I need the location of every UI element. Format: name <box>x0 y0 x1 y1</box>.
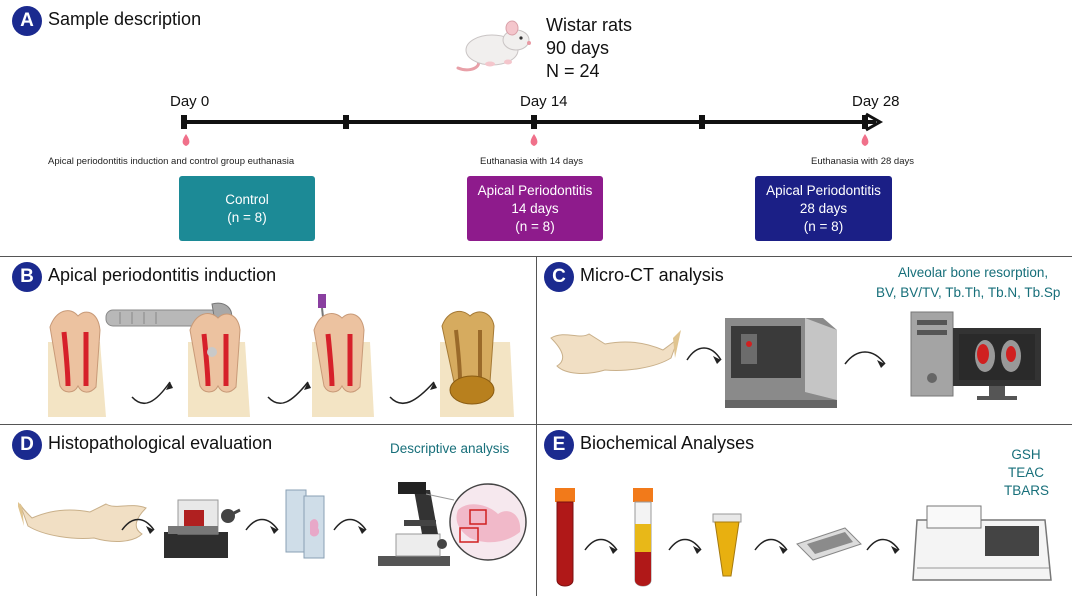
panel-a-title: Sample description <box>48 9 202 29</box>
microtome-icon <box>164 499 241 558</box>
group-ap14-days: 14 days <box>511 200 559 216</box>
event-day-14: Euthanasia with 14 days <box>480 156 583 167</box>
group-ap28-days: 28 days <box>799 200 848 216</box>
panel-c-title: Micro-CT analysis <box>580 265 724 285</box>
panel-e-illustration <box>555 488 1052 587</box>
panel-e-badge: E <box>544 430 574 460</box>
panel-b-badge: B <box>12 262 42 292</box>
day-14-label: Day 14 <box>520 93 568 110</box>
panel-c-illustration <box>550 311 1041 408</box>
microplate-icon <box>796 527 862 561</box>
analysis-gsh: GSH <box>1011 447 1041 462</box>
analysis-teac: TEAC <box>1007 465 1044 480</box>
group-control-box: Control (n = 8) <box>179 176 315 241</box>
group-ap14-n: (n = 8) <box>515 218 555 234</box>
slide-icon <box>285 489 325 559</box>
panel-b-illustration <box>48 294 514 417</box>
rat-age: 90 days <box>546 38 610 58</box>
rat-icon <box>456 20 531 72</box>
panel-d-title: Histopathological evaluation <box>48 433 273 453</box>
group-ap28-label: Apical Periodontitis <box>766 182 881 198</box>
event-day-28: Euthanasia with 28 days <box>811 156 914 167</box>
tooth-icon <box>312 313 374 417</box>
rat-strain: Wistar rats <box>546 15 633 35</box>
histo-analysis-label: Descriptive analysis <box>390 441 510 456</box>
timeline <box>181 112 884 146</box>
panel-c-badge: C <box>544 262 574 292</box>
panel-d-illustration <box>18 482 527 566</box>
panel-b-title: Apical periodontitis induction <box>48 265 277 285</box>
blood-tube-icon <box>633 488 653 587</box>
microct-analysis-line2: BV, BV/TV, Tb.Th, Tb.N, Tb.Sp <box>876 285 1061 300</box>
analysis-tbars: TBARS <box>1004 483 1050 498</box>
day-0-label: Day 0 <box>170 93 210 110</box>
jaw-icon <box>19 503 147 542</box>
group-ap14-label: Apical Periodontitis <box>477 182 593 198</box>
microscope-icon <box>378 482 450 566</box>
computer-icon <box>910 311 1041 400</box>
event-day-0: Apical periodontitis induction and contr… <box>48 156 295 167</box>
drop-icon <box>530 134 538 146</box>
rat-info: Wistar rats 90 days N = 24 <box>546 14 632 83</box>
drop-icon <box>182 134 190 146</box>
tooth-icon <box>48 310 106 417</box>
group-ap28-box: Apical Periodontitis 28 days (n = 8) <box>755 176 892 241</box>
group-ap14-box: Apical Periodontitis 14 days (n = 8) <box>467 176 603 241</box>
microct-scanner-icon <box>725 318 837 408</box>
group-control-label: Control <box>225 191 269 207</box>
divider-vertical <box>536 256 537 596</box>
tooth-icon <box>188 313 250 417</box>
microct-analysis-line1: Alveolar bone resorption, <box>898 265 1049 280</box>
spectrophotometer-icon <box>912 505 1052 581</box>
biochem-analysis-list: GSH TEAC TBARS <box>1004 446 1050 500</box>
eppendorf-icon <box>712 513 742 577</box>
blood-tube-icon <box>555 488 575 587</box>
drop-icon <box>861 134 869 146</box>
day-28-label: Day 28 <box>852 93 900 110</box>
tooth-icon <box>440 310 514 417</box>
rat-count: N = 24 <box>546 61 600 81</box>
group-control-n: (n = 8) <box>227 209 267 225</box>
group-ap28-n: (n = 8) <box>803 218 844 234</box>
panel-a-badge: A <box>12 6 42 36</box>
panel-d-badge: D <box>12 430 42 460</box>
jaw-icon <box>550 333 680 374</box>
panel-e-title: Biochemical Analyses <box>580 433 755 453</box>
tissue-zoom-icon <box>425 483 527 561</box>
